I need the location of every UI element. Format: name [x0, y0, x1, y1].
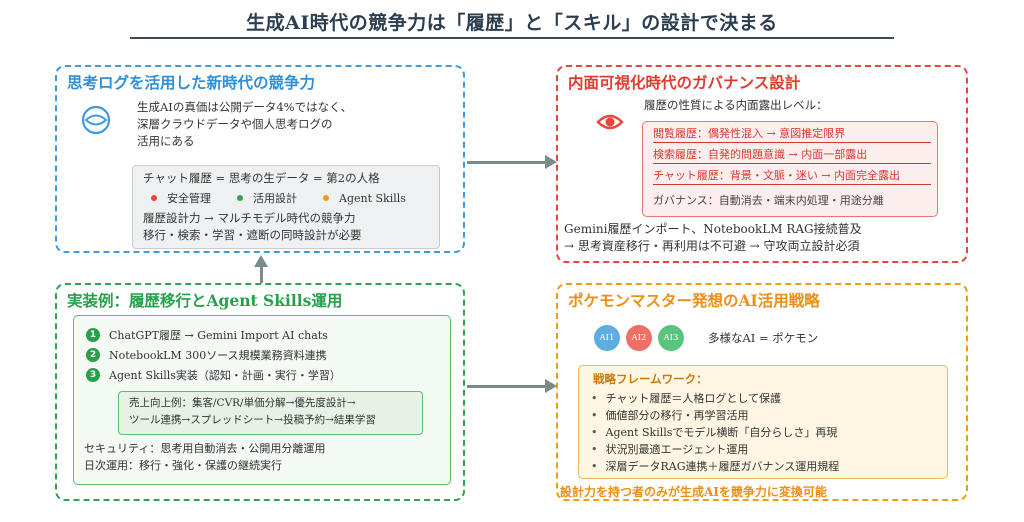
legend: 安全管理 活用設計 Agent Skills [151, 190, 406, 206]
framework-list: チャット履歴＝人格ログとして保護 価値部分の移行・再学習活用 Agent Ski… [591, 390, 840, 475]
exposure-level-item: 検索履歴：自発的問題意識 → 内面一部露出 [653, 146, 931, 164]
red-dot-icon [151, 195, 157, 201]
framework-title: 戦略フレームワーク： [593, 372, 708, 386]
panel-thinking-log: 思考ログを活用した新時代の競争力 生成AIの真価は公開データ4%ではなく、 深層… [55, 65, 465, 253]
summary-line: 移行・検索・学習・遮断の同時設計が必要 [143, 228, 362, 242]
summary-box: チャット履歴 = 思考の生データ = 第2の人格 安全管理 活用設計 Agent… [132, 165, 440, 249]
daily-ops-line: 日次運用：移行・強化・保護の継続実行 [84, 459, 282, 472]
panel-title: 思考ログを活用した新時代の競争力 [67, 73, 316, 92]
lead-line: 活用にある [137, 134, 195, 148]
step-number-icon: 2 [86, 348, 100, 362]
step-number-icon: 3 [86, 368, 100, 382]
ai-badge: AI3 [658, 325, 684, 351]
panel-title: 実装例：履歴移行とAgent Skills運用 [67, 291, 343, 310]
panel-title: ポケモンマスター発想のAI活用戦略 [568, 291, 820, 310]
lead-line: 生成AIの真価は公開データ4%ではなく、 [137, 100, 353, 114]
badge-caption: 多様なAI = ポケモン [708, 331, 819, 345]
example-line: 売上向上例：集客/CVR/単価分解→優先度設計→ [129, 397, 356, 409]
conclusion-text: 設計力を持つ者のみが生成AIを競争力に変換可能 [560, 485, 827, 499]
arrow-up-icon [254, 255, 268, 283]
summary-line: チャット履歴 = 思考の生データ = 第2の人格 [143, 171, 380, 185]
step-item: 2 NotebookLM 300ソース規模業務資料連携 [86, 347, 327, 363]
title-underline [130, 37, 894, 39]
exposure-levels-box: 閲覧履歴：偶発性混入 → 意図推定限界 検索履歴：自発的問題意識 → 内面一部露… [642, 121, 938, 217]
step-item: 1 ChatGPT履歴 → Gemini Import AI chats [86, 327, 328, 343]
steps-box: 1 ChatGPT履歴 → Gemini Import AI chats 2 Not… [73, 315, 451, 485]
framework-item: 深層データRAG連携＋履歴ガバナンス運用規程 [591, 458, 840, 475]
lead-line: 深層クラウドデータや個人思考ログの [137, 117, 333, 131]
step-item: 3 Agent Skills実装（認知・計画・実行・学習） [86, 367, 341, 383]
step-text: NotebookLM 300ソース規模業務資料連携 [109, 349, 327, 362]
step-text: Agent Skills実装（認知・計画・実行・学習） [109, 369, 341, 382]
legend-label: 活用設計 [253, 192, 297, 205]
framework-item: チャット履歴＝人格ログとして保護 [591, 390, 839, 407]
panel-title: 内面可視化時代のガバナンス設計 [568, 73, 801, 92]
ai-badge: AI1 [594, 325, 620, 351]
legend-item: Agent Skills [323, 192, 406, 205]
exposure-level-item: 閲覧履歴：偶発性混入 → 意図推定限界 [653, 125, 931, 143]
sales-example-box: 売上向上例：集客/CVR/単価分解→優先度設計→ ツール連携→スプレッドシート→… [118, 391, 423, 435]
eye-icon [596, 114, 624, 130]
lead-text: 生成AIの真価は公開データ4%ではなく、 深層クラウドデータや個人思考ログの 活… [137, 99, 352, 150]
framework-item: Agent Skillsでモデル横断「自分らしさ」再現 [591, 424, 839, 441]
step-number-icon: 1 [86, 328, 100, 342]
framework-item: 状況別最適エージェント運用 [591, 441, 839, 458]
summary-line: 履歴設計力 → マルチモデル時代の競争力 [143, 211, 356, 225]
governance-line: ガバナンス：自動消去・端末内処理・用途分離 [653, 194, 884, 207]
exposure-level-item: チャット履歴：背景・文脈・迷い → 内面完全露出 [653, 167, 931, 185]
arrow-right-icon [467, 155, 557, 169]
panel-implementation: 実装例：履歴移行とAgent Skills運用 1 ChatGPT履歴 → Gem… [55, 283, 465, 501]
ai-badges: AI1 AI2 AI3 [594, 325, 684, 351]
step-text: ChatGPT履歴 → Gemini Import AI chats [109, 329, 328, 342]
footer-line: → 思考資産移行・再利用は不可避 → 守攻両立設計必須 [564, 239, 860, 253]
example-line: ツール連携→スプレッドシート→投稿予約→結果学習 [129, 414, 376, 426]
legend-label: Agent Skills [339, 191, 406, 205]
panel-pokemon-strategy: ポケモンマスター発想のAI活用戦略 AI1 AI2 AI3 多様なAI = ポケ… [556, 283, 968, 501]
ai-badge: AI2 [626, 325, 652, 351]
security-line: セキュリティ：思考用自動消去・公開用分離運用 [84, 442, 326, 455]
framework-box: 戦略フレームワーク： チャット履歴＝人格ログとして保護 価値部分の移行・再学習活… [578, 365, 948, 479]
lead-text: 履歴の性質による内面露出レベル： [644, 98, 828, 112]
eye-icon [81, 105, 111, 135]
panel-governance: 内面可視化時代のガバナンス設計 履歴の性質による内面露出レベル： 閲覧履歴：偶発… [556, 65, 968, 263]
framework-item: 価値部分の移行・再学習活用 [591, 407, 839, 424]
legend-label: 安全管理 [167, 192, 211, 205]
green-dot-icon [237, 195, 243, 201]
page-title: 生成AI時代の競争力は「履歴」と「スキル」の設計で決まる [246, 12, 778, 34]
legend-item: 活用設計 [237, 190, 297, 206]
orange-dot-icon [323, 195, 329, 201]
footer-line: Gemini履歴インポート、NotebookLM RAG接続普及 [564, 222, 862, 236]
arrow-right-icon [467, 379, 557, 393]
legend-item: 安全管理 [151, 190, 211, 206]
